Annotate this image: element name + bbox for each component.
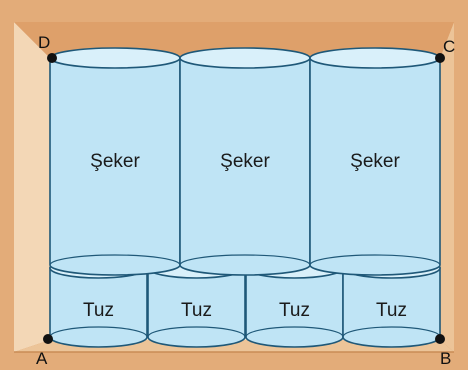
sugar-jar-bottom-rim xyxy=(179,254,311,266)
sugar-jar-lid xyxy=(49,47,181,69)
sugar-jar: Şeker xyxy=(49,47,181,276)
corner-dot-c xyxy=(435,53,445,63)
corner-label-c: C xyxy=(443,37,455,56)
salt-jar-body xyxy=(49,267,148,348)
cabinet-right-wall xyxy=(440,22,454,352)
salt-jar-bottom-rim xyxy=(342,326,441,338)
sugar-jar-label: Şeker xyxy=(350,151,400,172)
sugar-jar-label: Şeker xyxy=(90,151,140,172)
sugar-jar-lid xyxy=(179,47,311,69)
sugar-jar-body xyxy=(49,57,181,276)
sugar-jar-label: Şeker xyxy=(220,151,270,172)
corner-dot-d xyxy=(47,53,57,63)
salt-jar-label: Tuz xyxy=(181,300,212,321)
sugar-jar: Şeker xyxy=(309,47,441,276)
salt-jar-body xyxy=(245,267,344,348)
salt-jar-bottom-rim xyxy=(245,326,344,338)
sugar-jar-body xyxy=(309,57,441,276)
corner-dot-a xyxy=(43,334,53,344)
salt-jar-label: Tuz xyxy=(376,300,407,321)
corner-label-d: D xyxy=(38,33,50,52)
salt-jar-body xyxy=(147,267,246,348)
salt-jar-bottom-rim xyxy=(147,326,246,338)
cabinet-left-wall xyxy=(14,22,50,352)
sugar-jar-bottom-rim xyxy=(49,254,181,266)
corner-points: D C A B xyxy=(36,33,455,368)
salt-jar-label: Tuz xyxy=(83,300,114,321)
sugar-jar-row: Şeker Şeker Şeker xyxy=(49,47,441,276)
salt-jar-bottom-rim xyxy=(49,326,148,338)
salt-jar-label: Tuz xyxy=(279,300,310,321)
sugar-jar-lid xyxy=(309,47,441,69)
corner-label-b: B xyxy=(440,349,451,368)
sugar-jar-body xyxy=(179,57,311,276)
cabinet-bottom-shelf xyxy=(0,352,468,370)
sugar-jar: Şeker xyxy=(179,47,311,276)
corner-label-a: A xyxy=(36,349,48,368)
corner-dot-b xyxy=(435,334,445,344)
sugar-jar-bottom-rim xyxy=(309,254,441,266)
